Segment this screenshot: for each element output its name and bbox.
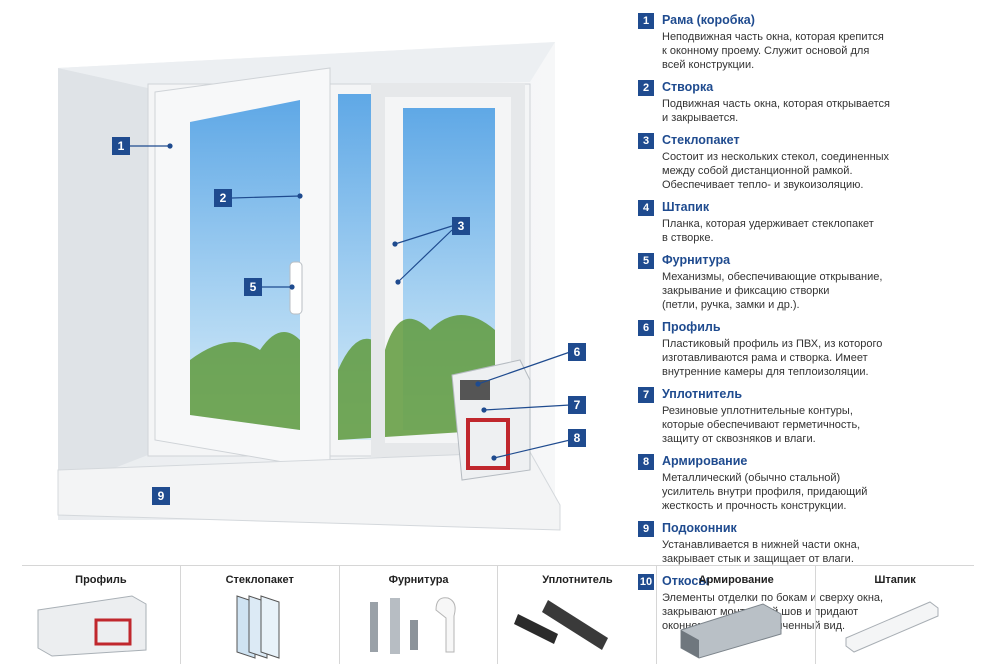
callout-8: 8	[568, 429, 586, 447]
legend-description-line: Обеспечивает тепло- и звукоизоляцию.	[662, 179, 864, 191]
legend-description-line: в створке.	[662, 232, 714, 244]
legend-description-line: закрывает стык и защищает от влаги.	[662, 553, 854, 565]
seal-icon	[514, 600, 609, 650]
legend-description: Неподвижная часть окна, которая крепится…	[662, 30, 988, 72]
callout-7: 7	[568, 396, 586, 414]
strip-label-glass-unit: Стеклопакет	[225, 574, 294, 586]
legend-title: Армирование	[662, 454, 748, 468]
legend-description: Планка, которая удерживает стеклопакет в …	[662, 217, 988, 245]
legend-number: 8	[638, 454, 654, 470]
glass-unit-icon	[236, 595, 280, 659]
legend-title: Фурнитура	[662, 253, 731, 267]
bead-icon	[845, 601, 939, 653]
legend-description: Устанавливается в нижней части окна, закр…	[662, 538, 988, 566]
strip-label-hardware: Фурнитура	[388, 574, 449, 586]
legend-description: Резиновые уплотнительные контуры, которые…	[662, 404, 988, 446]
legend-description-line: внутренние камеры для теплоизоляции.	[662, 366, 869, 378]
strip-reinforcement: Армирование	[657, 566, 817, 664]
legend-description: Механизмы, обеспечивающие открывание, зак…	[662, 270, 988, 312]
legend-number: 1	[638, 13, 654, 29]
window-illustration	[57, 42, 571, 531]
legend-description: Металлический (обычно стальной) усилитель…	[662, 471, 988, 513]
legend-item-1: 1 Рама (коробка) Неподвижная часть окна, к…	[638, 12, 988, 72]
callout-2: 2	[214, 189, 232, 207]
legend-description-line: к оконному проему. Служит основой для	[662, 45, 870, 57]
strip-label-bead: Штапик	[874, 574, 916, 586]
legend-description: Подвижная часть окна, которая открываетс…	[662, 97, 988, 125]
window-sill	[57, 451, 561, 531]
strip-hardware: Фурнитура	[340, 566, 499, 664]
legend-number: 6	[638, 320, 654, 336]
strip-label-profile: Профиль	[75, 574, 127, 586]
strip-label-seal: Уплотнитель	[542, 574, 613, 586]
strip-profile: Профиль	[22, 566, 181, 664]
legend-number: 10	[638, 574, 654, 590]
legend-description: Пластиковый профиль из ПВХ, из которого и…	[662, 337, 988, 379]
legend-description-line: и закрывается.	[662, 112, 739, 124]
legend: 1 Рама (коробка) Неподвижная часть окна, к…	[638, 12, 988, 640]
strip-label-reinforcement: Армирование	[698, 574, 774, 586]
legend-description-line: Металлический (обычно стальной)	[662, 472, 841, 484]
hardware-icon	[369, 597, 456, 654]
legend-description-line: между собой дистанционной рамкой.	[662, 165, 853, 177]
legend-description-line: всей конструкции.	[662, 59, 755, 71]
callout-5: 5	[244, 278, 262, 296]
legend-title: Подоконник	[662, 521, 737, 535]
callout-6: 6	[568, 343, 586, 361]
slope-top	[58, 42, 555, 88]
callout-1: 1	[112, 137, 130, 155]
legend-description-line: изготавливаются рама и створка. Имеет	[662, 352, 868, 364]
legend-title: Штапик	[662, 200, 710, 214]
legend-description-line: Подвижная часть окна, которая открываетс…	[662, 98, 890, 110]
legend-title: Стеклопакет	[662, 133, 740, 147]
reinforcement-icon	[680, 603, 782, 659]
legend-description: Состоит из нескольких стекол, соединенны…	[662, 150, 988, 192]
legend-title: Уплотнитель	[662, 387, 743, 401]
legend-description-line: которые обеспечивают герметичность,	[662, 419, 861, 431]
profile-icon	[37, 595, 147, 657]
legend-description-line: Механизмы, обеспечивающие открывание,	[662, 271, 883, 283]
sash-right	[371, 83, 525, 457]
legend-description-line: жесткость и прочность конструкции.	[662, 500, 847, 512]
strip-glass-unit: Стеклопакет	[181, 566, 340, 664]
legend-title: Профиль	[662, 320, 721, 334]
legend-description-line: Устанавливается в нижней части окна,	[662, 539, 860, 551]
legend-number: 7	[638, 387, 654, 403]
legend-number: 9	[638, 521, 654, 537]
legend-number: 5	[638, 253, 654, 269]
legend-description-line: усилитель внутри профиля, придающий	[662, 486, 868, 498]
callout-3: 3	[452, 217, 470, 235]
legend-description-line: Неподвижная часть окна, которая крепится	[662, 31, 884, 43]
legend-number: 3	[638, 133, 654, 149]
legend-description-line: (петли, ручка, замки и др.).	[662, 299, 800, 311]
legend-description-line: закрывание и фиксацию створки	[662, 285, 830, 297]
legend-description-line: защиту от сквозняков и влаги.	[662, 433, 816, 445]
callout-9: 9	[152, 487, 170, 505]
legend-number: 4	[638, 200, 654, 216]
legend-description-line: Пластиковый профиль из ПВХ, из которого	[662, 338, 883, 350]
legend-description-line: Резиновые уплотнительные контуры,	[662, 405, 853, 417]
legend-number: 2	[638, 80, 654, 96]
profile-section	[451, 359, 531, 481]
legend-title: Створка	[662, 80, 714, 94]
legend-title: Рама (коробка)	[662, 13, 755, 27]
strip-seal: Уплотнитель	[498, 566, 658, 664]
legend-description-line: Состоит из нескольких стекол, соединенны…	[662, 151, 890, 163]
slope-left	[58, 68, 148, 490]
legend-description-line: Элементы отделки по бокам и сверху окна,	[662, 592, 884, 604]
legend-description-line: Планка, которая удерживает стеклопакет	[662, 218, 874, 230]
strip-bead: Штапик	[816, 566, 974, 664]
legend-title: Откосы	[662, 574, 710, 588]
component-strip: Профиль Стеклопакет Фурнитура Уплотнител…	[22, 565, 974, 664]
